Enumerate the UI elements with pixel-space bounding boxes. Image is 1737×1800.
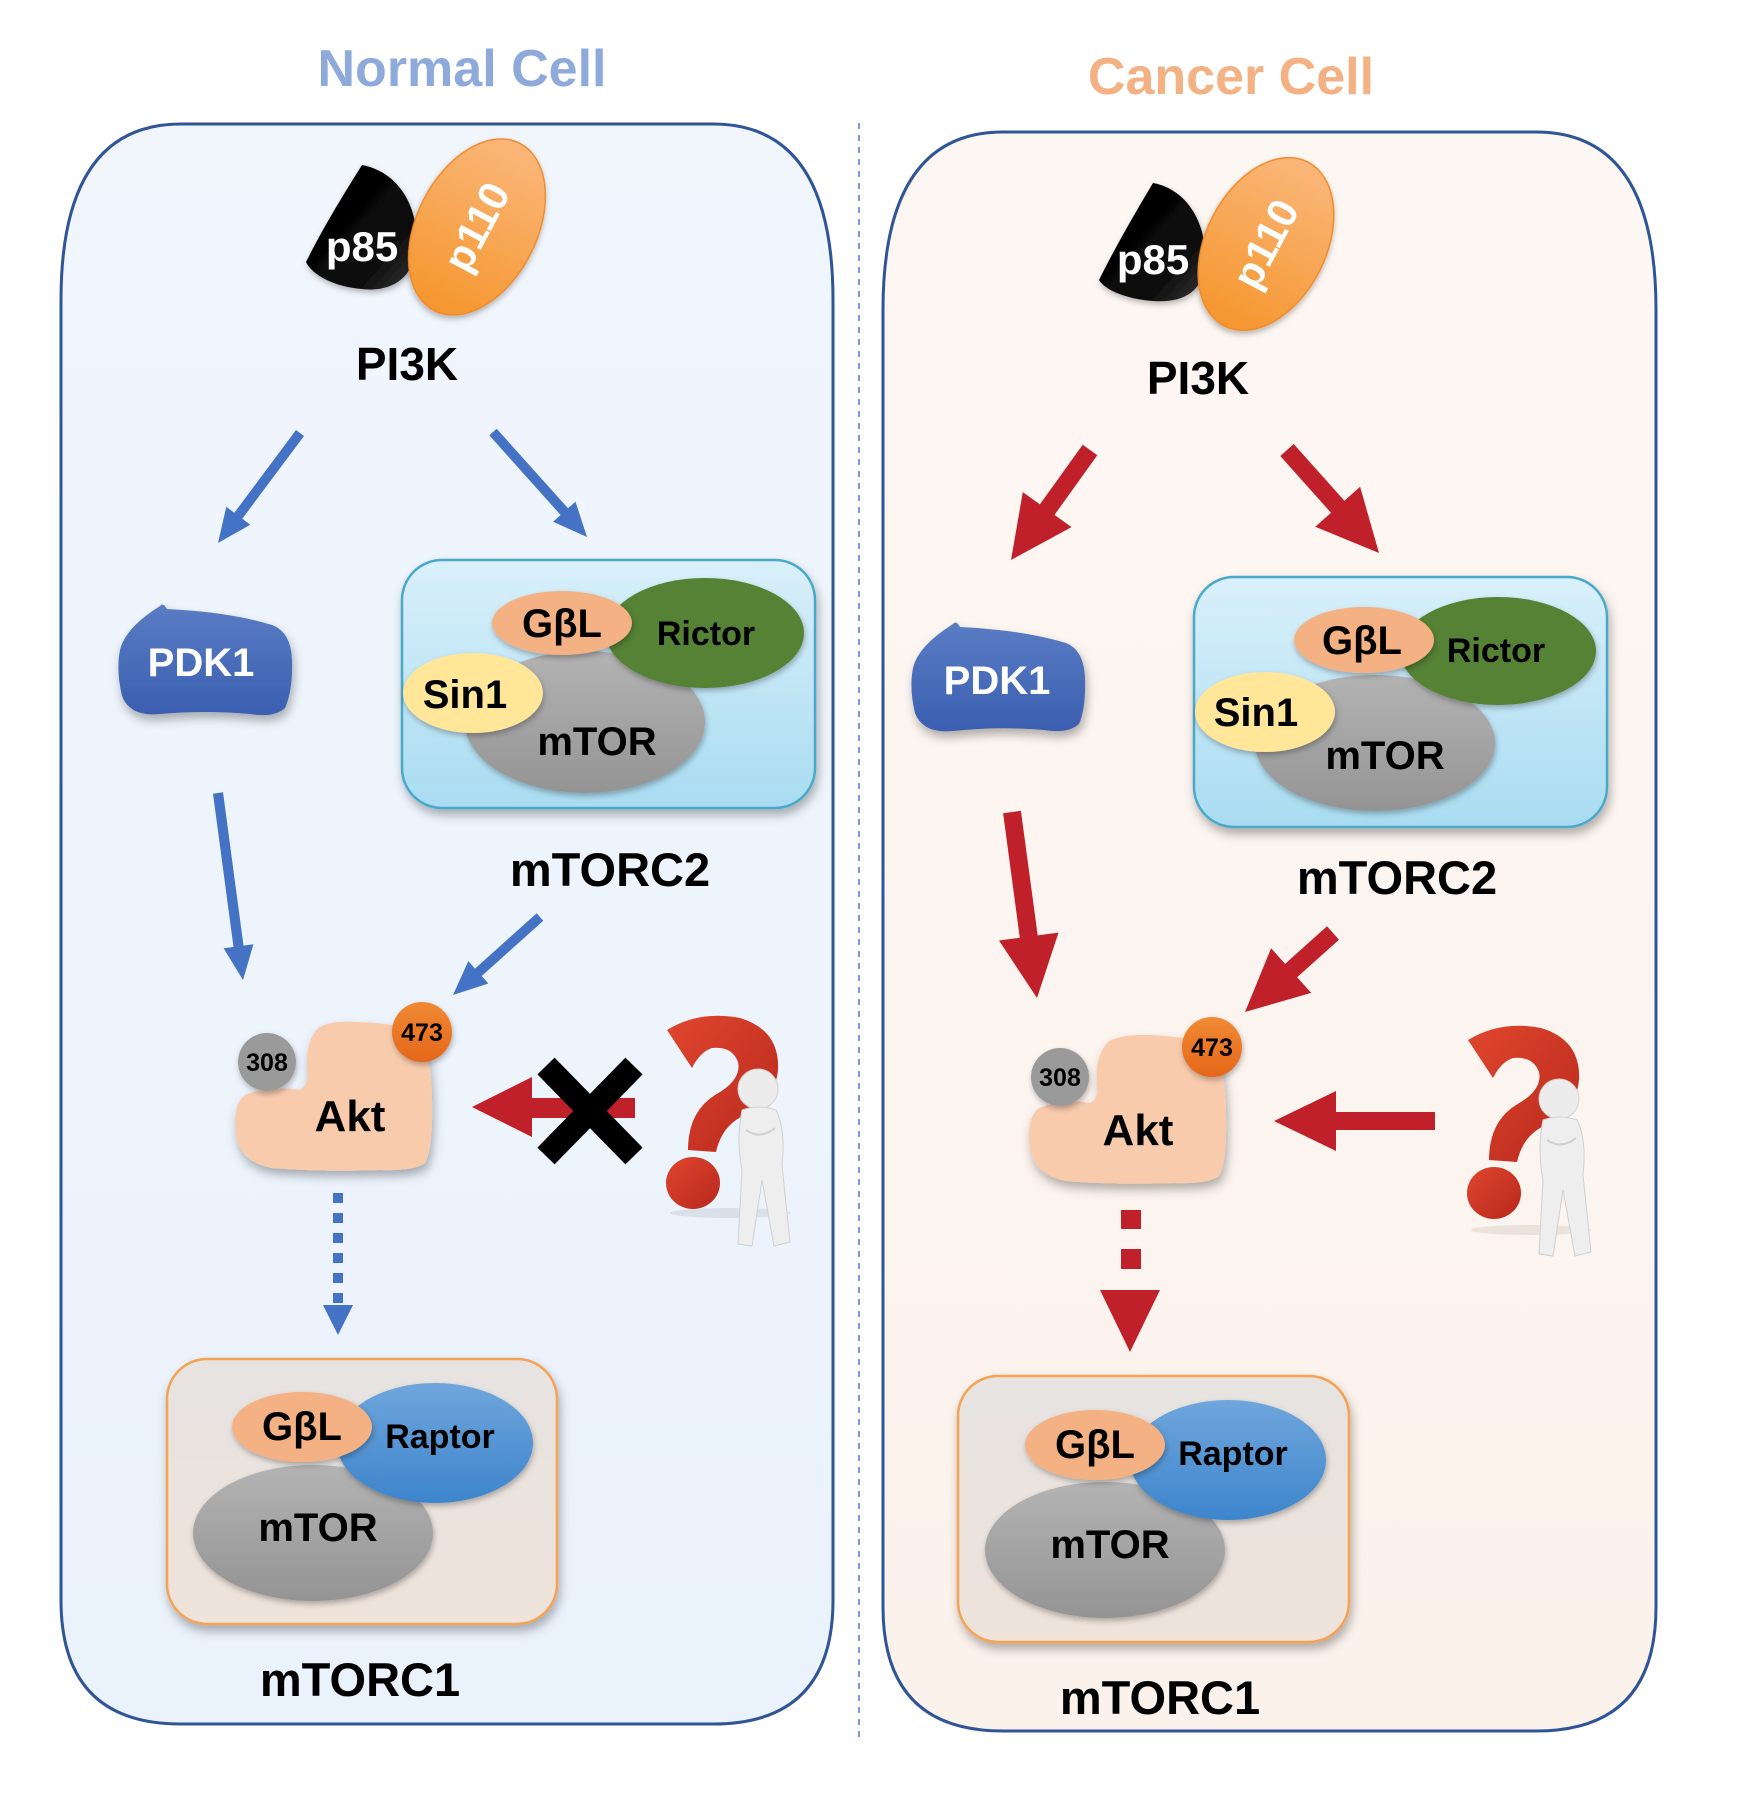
pi3k-label: PI3K: [356, 338, 458, 390]
cancer-cell-panel: p85 p110 PI3K PDK1 GβL Rictor Sin1: [881, 130, 1658, 1733]
normal-cell-title: Normal Cell: [318, 40, 607, 98]
p85-subunit: [1099, 183, 1206, 302]
mtorc1-label: mTORC1: [260, 1653, 460, 1706]
mtor-label: mTOR: [1050, 1523, 1169, 1567]
question-mark-person-icon: [666, 1015, 791, 1247]
cancer-cell-title: Cancer Cell: [1088, 48, 1374, 106]
mtor-subunit: [985, 1482, 1225, 1618]
akt: 308 473 Akt: [1029, 1017, 1242, 1184]
mtorc1-complex: GβL Raptor mTOR mTORC1: [165, 1357, 559, 1706]
site-473: [1182, 1017, 1242, 1077]
mtor-subunit: [193, 1465, 433, 1601]
p110-subunit: [1197, 156, 1335, 332]
pdk1-shape: [911, 622, 1086, 732]
x-mark-icon: [537, 1057, 643, 1165]
normal-cell-membrane: [59, 122, 835, 1726]
unknown-to-akt-arrow: [472, 1077, 635, 1137]
unknown-to-akt-arrow: [1274, 1091, 1435, 1151]
pdk1: [118, 604, 293, 716]
pdk1-shape: [118, 604, 293, 716]
p110-subunit: [407, 138, 547, 316]
blocked-input: [472, 1057, 643, 1165]
akt: 308 473 Akt: [235, 1002, 452, 1171]
pdk1-label: PDK1: [944, 659, 1051, 703]
mtorc1-complex: GβL Raptor mTOR mTORC1: [956, 1374, 1351, 1724]
raptor-label: Raptor: [1178, 1435, 1288, 1473]
sin1-label: Sin1: [423, 673, 507, 717]
arrow-mtorc2-to-akt: [453, 913, 544, 995]
site-473: [392, 1002, 452, 1062]
normal-cell-panel: p85 p110 PI3K PDK1 GβL Rictor Sin1: [59, 122, 835, 1726]
akt-to-mtorc1-dotted-arrow: [1100, 1210, 1160, 1352]
site-308-label: 308: [246, 1049, 288, 1077]
rictor-subunit: [1400, 597, 1596, 705]
mtorc2-complex: GβL Rictor Sin1 mTOR mTORC2: [400, 558, 817, 896]
arrow-pi3k-to-pdk1: [218, 430, 304, 543]
akt-label: Akt: [315, 1092, 386, 1141]
arrow-pi3k-to-mtorc2: [489, 428, 587, 537]
gbl-subunit: [232, 1392, 372, 1462]
site-308-label: 308: [1039, 1064, 1081, 1092]
mtorc2-label: mTORC2: [1297, 851, 1497, 904]
arrow-pi3k-to-mtorc2: [1280, 444, 1379, 553]
mtorc2-label: mTORC2: [510, 843, 710, 896]
arrow-pdk1-to-akt: [999, 810, 1059, 998]
arrow-mtorc2-to-akt: [1245, 926, 1339, 1012]
gbl-subunit: [1294, 607, 1434, 673]
sin1-subunit: [1195, 672, 1335, 752]
gbl-label: GβL: [1055, 1423, 1135, 1467]
arrow-pdk1-to-akt: [213, 792, 254, 980]
raptor-subunit: [1130, 1400, 1326, 1520]
cancer-cell-membrane: [881, 130, 1658, 1733]
gbl-label: GβL: [1322, 619, 1402, 663]
gbl-subunit: [1025, 1410, 1165, 1480]
pi3k-complex: p85 p110 PI3K: [1099, 156, 1335, 404]
pi3k-label: PI3K: [1147, 352, 1249, 404]
mtorc2-complex: GβL Rictor Sin1 mTOR mTORC2: [1192, 575, 1609, 904]
mtor-label: mTOR: [1325, 734, 1444, 778]
site-473-label: 473: [401, 1019, 443, 1047]
rictor-subunit: [606, 578, 804, 688]
pdk1: [911, 622, 1086, 732]
akt-shape: [235, 1021, 433, 1171]
p85-subunit: [306, 165, 417, 290]
gbl-subunit: [492, 591, 632, 655]
raptor-subunit: [337, 1383, 533, 1503]
akt-label: Akt: [1103, 1106, 1174, 1155]
raptor-label: Raptor: [385, 1418, 495, 1456]
site-308: [238, 1033, 296, 1091]
rictor-label: Rictor: [1447, 632, 1545, 670]
akt-to-mtorc1-dotted-arrow: [323, 1193, 353, 1335]
mtor-label: mTOR: [537, 720, 656, 764]
p85-label: p85: [1117, 236, 1189, 283]
arrow-pi3k-to-pdk1: [1011, 444, 1098, 560]
mtorc1-label: mTORC1: [1060, 1671, 1260, 1724]
sin1-subunit: [403, 653, 543, 733]
normal-arrows: [213, 428, 587, 995]
gbl-label: GβL: [262, 1405, 342, 1449]
cancer-arrows: [999, 444, 1435, 1151]
sin1-label: Sin1: [1214, 691, 1298, 735]
p85-label: p85: [326, 223, 398, 270]
site-473-label: 473: [1191, 1034, 1233, 1062]
question-mark-person-icon: [1467, 1025, 1592, 1257]
akt-shape: [1029, 1034, 1227, 1184]
pdk1-label: PDK1: [148, 641, 255, 685]
mtor-label: mTOR: [258, 1506, 377, 1550]
pi3k-complex: p85 p110 PI3K: [306, 138, 547, 390]
rictor-label: Rictor: [657, 615, 755, 653]
site-308: [1031, 1048, 1089, 1106]
gbl-label: GβL: [522, 602, 602, 646]
